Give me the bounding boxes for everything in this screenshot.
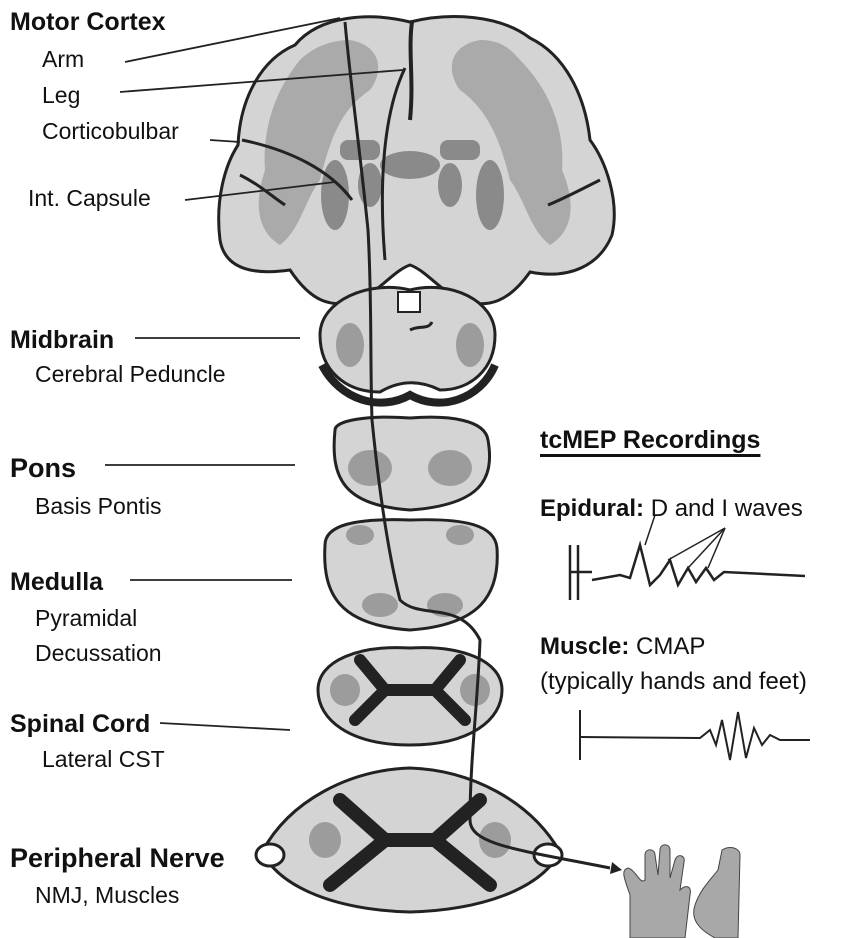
leg-label: Leg: [42, 84, 80, 107]
epidural-trace: [570, 545, 805, 600]
spinal-cord-label: Spinal Cord: [10, 712, 150, 737]
muscle-caption: Muscle: CMAP: [540, 635, 705, 659]
epidural-desc: D and I waves: [651, 495, 803, 522]
epidural-pointer-lines: [645, 515, 725, 568]
decussation-label: Decussation: [35, 642, 162, 665]
medulla-label: Medulla: [10, 570, 103, 595]
recordings-title: tcMEP Recordings: [540, 428, 760, 453]
corticobulbar-label: Corticobulbar: [42, 120, 179, 143]
midbrain-label: Midbrain: [10, 328, 114, 353]
brain-coronal-section: [219, 17, 615, 304]
midline-fissure: [410, 22, 412, 120]
lateral-cst-label: Lateral CST: [42, 748, 165, 771]
basis-pontis-label: Basis Pontis: [35, 495, 162, 518]
cmap-trace: [580, 710, 810, 760]
peripheral-nerve-section: [256, 768, 562, 912]
medulla-section: [325, 520, 498, 630]
muscle-desc: CMAP: [636, 633, 705, 660]
nerve-arrowhead: [610, 862, 622, 874]
arm-label: Arm: [42, 48, 84, 71]
motor-cortex-label: Motor Cortex: [10, 10, 166, 35]
nmj-muscles-label: NMJ, Muscles: [35, 884, 179, 907]
pons-label: Pons: [10, 455, 76, 482]
foot-illustration: [694, 848, 740, 938]
peripheral-nerve-label: Peripheral Nerve: [10, 845, 225, 872]
cerebral-peduncle-label: Cerebral Peduncle: [35, 363, 226, 386]
pyramidal-label: Pyramidal: [35, 607, 137, 630]
midbrain-section: [320, 287, 495, 402]
muscle-note: (typically hands and feet): [540, 670, 807, 694]
muscle-label: Muscle:: [540, 633, 629, 660]
int-capsule-label: Int. Capsule: [28, 187, 151, 210]
epidural-label: Epidural:: [540, 495, 644, 522]
epidural-caption: Epidural: D and I waves: [540, 497, 803, 521]
hand-illustration: [624, 845, 691, 938]
pons-section: [334, 417, 489, 510]
